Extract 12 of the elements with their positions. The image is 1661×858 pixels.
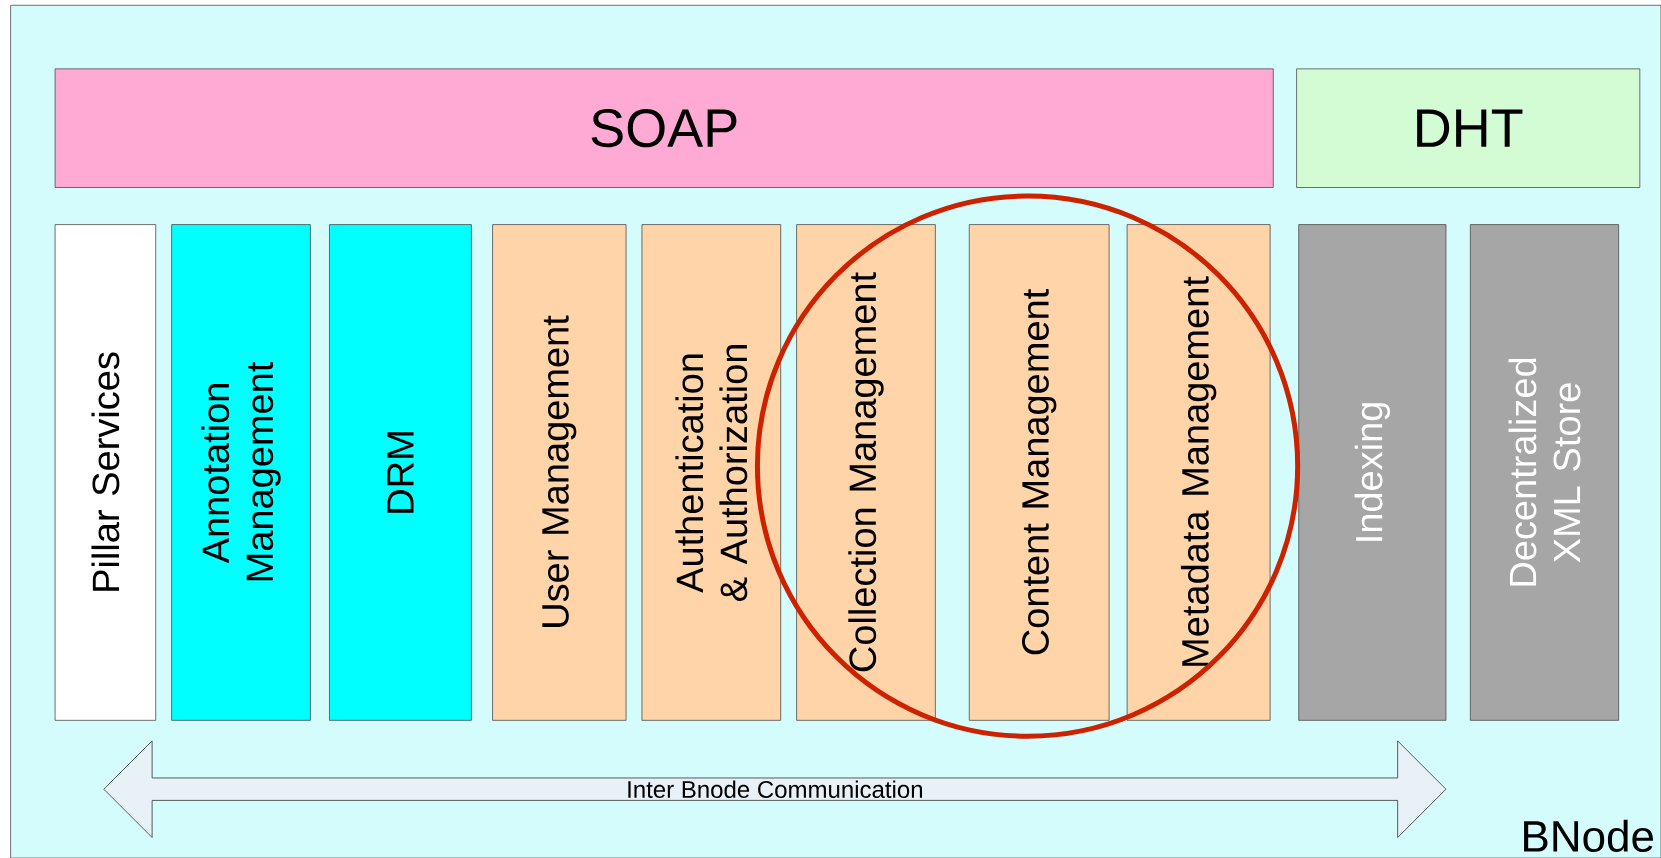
service-column: Content Management xyxy=(968,224,1110,721)
service-column: User Management xyxy=(492,224,627,721)
layer-band: DHT xyxy=(1296,68,1641,188)
service-column: Pillar Services xyxy=(54,224,157,721)
service-column: Decentralized XML Store xyxy=(1469,224,1620,721)
service-column: Metadata Management xyxy=(1126,224,1271,721)
layer-band: SOAP xyxy=(54,68,1274,188)
service-column: Collection Management xyxy=(796,224,936,721)
service-column: Authentication & Authorization xyxy=(641,224,782,721)
service-column: Annotation Management xyxy=(171,224,311,721)
service-column: Indexing xyxy=(1298,224,1447,721)
service-column: DRM xyxy=(329,224,472,721)
